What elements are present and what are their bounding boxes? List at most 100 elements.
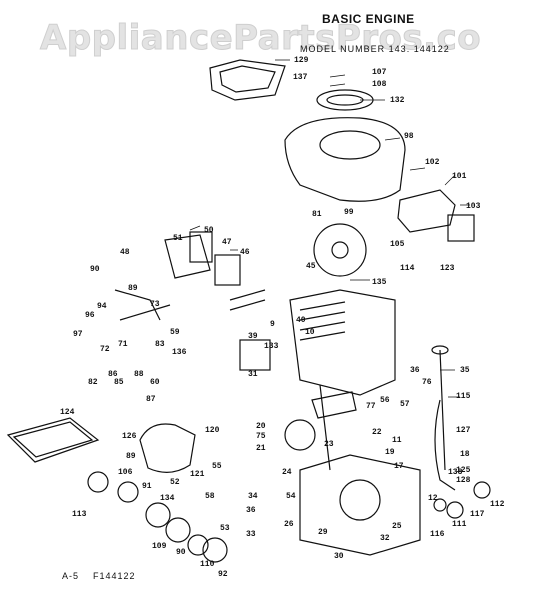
part-number-label: 46 (240, 248, 250, 257)
part-number-label: 134 (160, 494, 175, 503)
diagram-title: BASIC ENGINE (322, 12, 415, 26)
part-number-label: 82 (88, 378, 98, 387)
part-number-label: 99 (344, 208, 354, 217)
part-number-label: 127 (456, 426, 471, 435)
blower-housing (284, 117, 406, 202)
part-number-label: 56 (380, 396, 390, 405)
diagram-code: F144122 (93, 571, 136, 581)
part-number-label: 101 (452, 172, 467, 181)
part-number-label: 98 (404, 132, 414, 141)
part-number-label: 47 (222, 238, 232, 247)
part-number-label: 137 (293, 73, 308, 82)
part-number-label: 40 (296, 316, 306, 325)
part-number-label: 76 (422, 378, 432, 387)
part-number-label: 73 (150, 300, 160, 309)
part-number-label: 26 (284, 520, 294, 529)
cap-117 (202, 537, 228, 563)
part-number-label: 89 (126, 452, 136, 461)
part-number-label: 103 (466, 202, 481, 211)
engine-base (299, 454, 421, 556)
part-number-label: 17 (394, 462, 404, 471)
part-number-label: 52 (170, 478, 180, 487)
page-code: A-5 (62, 571, 80, 581)
part-number-label: 107 (372, 68, 387, 77)
part-number-label: 36 (246, 506, 256, 515)
part-number-label: 88 (134, 370, 144, 379)
part-number-label: 31 (248, 370, 258, 379)
part-number-label: 23 (324, 440, 334, 449)
part-number-label: 102 (425, 158, 440, 167)
part-number-label: 126 (122, 432, 137, 441)
part-number-label: 91 (142, 482, 152, 491)
part-number-label: 77 (366, 402, 376, 411)
part-number-label: 29 (318, 528, 328, 537)
flywheel-hub (331, 241, 349, 259)
part-number-label: 97 (73, 330, 83, 339)
part-number-label: 117 (470, 510, 485, 519)
part-number-label: 108 (372, 80, 387, 89)
gasket-46 (214, 254, 241, 286)
part-number-label: 57 (400, 400, 410, 409)
part-number-label: 59 (170, 328, 180, 337)
cylinder-fins (299, 301, 346, 341)
part-number-label: 33 (246, 530, 256, 539)
exhaust-valve (229, 289, 266, 311)
part-number-label: 81 (312, 210, 322, 219)
oil-fill-tube (434, 399, 456, 491)
engine-cover (209, 59, 286, 101)
part-number-label: 129 (294, 56, 309, 65)
part-number-label: 18 (460, 450, 470, 459)
part-number-label: 94 (97, 302, 107, 311)
crankshaft (311, 384, 357, 471)
air-filter (447, 214, 475, 242)
part-number-label: 48 (120, 248, 130, 257)
part-number-label: 96 (85, 311, 95, 320)
gear-92 (165, 517, 191, 543)
gasket-47 (189, 231, 213, 263)
part-number-label: 34 (248, 492, 258, 501)
part-number-label: 124 (60, 408, 75, 417)
dipstick (439, 349, 446, 471)
part-number-label: 115 (456, 392, 471, 401)
part-number-label: 25 (392, 522, 402, 531)
starter-133 (239, 339, 271, 371)
governor-linkage (114, 289, 171, 321)
owners-manual (6, 417, 100, 463)
part-number-label: 125 (456, 466, 471, 475)
part-number-label: 114 (400, 264, 415, 273)
part-number-label: 128 (456, 476, 471, 485)
diagram-footer: A-5 F144122 (62, 571, 136, 581)
part-number-label: 105 (390, 240, 405, 249)
part-number-label: 121 (190, 470, 205, 479)
seal-90 (117, 481, 139, 503)
part-number-label: 138 (448, 468, 463, 477)
watermark: AppliancePartsPros.co (39, 18, 482, 59)
seal-89 (87, 471, 109, 493)
part-number-label: 85 (114, 378, 124, 387)
part-number-label: 113 (72, 510, 87, 519)
engine-cover-inner (219, 65, 276, 93)
part-number-label: 55 (212, 462, 222, 471)
cylinder-block (289, 289, 396, 396)
part-number-label: 35 (460, 366, 470, 375)
blower-opening (319, 130, 381, 160)
part-number-label: 89 (128, 284, 138, 293)
part-109 (446, 501, 464, 519)
part-number-label: 110 (200, 560, 215, 569)
bushing-116 (187, 534, 209, 556)
part-number-label: 120 (205, 426, 220, 435)
part-number-label: 71 (118, 340, 128, 349)
part-number-label: 72 (100, 345, 110, 354)
part-number-label: 83 (155, 340, 165, 349)
part-111 (433, 498, 447, 512)
part-number-label: 116 (430, 530, 445, 539)
part-number-label: 90 (90, 265, 100, 274)
part-number-label: 92 (218, 570, 228, 579)
piston (284, 419, 316, 451)
part-number-label: 39 (248, 332, 258, 341)
part-number-label: 90 (176, 548, 186, 557)
part-number-label: 60 (150, 378, 160, 387)
part-number-label: 53 (220, 524, 230, 533)
